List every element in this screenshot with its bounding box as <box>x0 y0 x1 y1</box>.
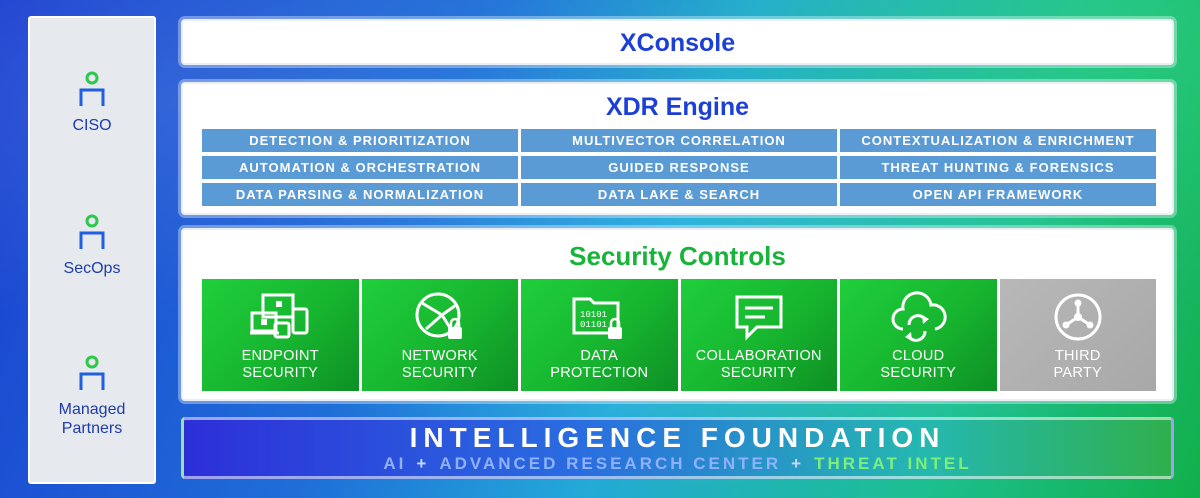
endpoint-devices-icon <box>250 293 309 339</box>
foundation-part-research: ADVANCED RESEARCH CENTER <box>439 454 782 473</box>
security-controls-panel: Security Controls ENDPOINT SECURITY NETW… <box>181 228 1174 401</box>
capability-item: GUIDED RESPONSE <box>521 156 837 179</box>
tile-label: THIRD PARTY <box>1053 348 1102 381</box>
tile-collaboration-security: COLLABORATION SECURITY <box>680 279 837 391</box>
persona-label: SecOps <box>63 260 121 277</box>
svg-text:01101: 01101 <box>580 320 607 330</box>
tile-third-party: THIRD PARTY <box>999 279 1156 391</box>
capability-item: OPEN API FRAMEWORK <box>840 183 1156 206</box>
tile-label: NETWORK SECURITY <box>401 348 478 381</box>
capability-item: AUTOMATION & ORCHESTRATION <box>202 156 518 179</box>
xdr-engine-panel: XDR Engine DETECTION & PRIORITIZATION MU… <box>181 82 1174 215</box>
tile-data-protection: 10101 01101 DATA PROTECTION <box>521 279 678 391</box>
integration-hub-icon <box>1054 293 1102 341</box>
foundation-part-ai: AI <box>383 454 407 473</box>
tile-label: COLLABORATION SECURITY <box>695 348 822 381</box>
foundation-title: INTELLIGENCE FOUNDATION <box>409 422 946 453</box>
capability-item: DETECTION & PRIORITIZATION <box>202 129 518 152</box>
capability-item: DATA PARSING & NORMALIZATION <box>202 183 518 206</box>
foundation-separator: + <box>791 454 805 473</box>
person-icon <box>79 214 105 249</box>
persona-label: Managed Partners <box>58 401 126 437</box>
intelligence-foundation-banner: INTELLIGENCE FOUNDATION AI + ADVANCED RESE… <box>181 417 1174 479</box>
tile-cloud-security: CLOUD SECURITY <box>840 279 997 391</box>
tile-network-security: NETWORK SECURITY <box>361 279 518 391</box>
security-controls-title: Security Controls <box>569 241 786 271</box>
xdr-engine-title: XDR Engine <box>605 93 750 121</box>
foundation-part-threat-intel: THREAT INTEL <box>814 454 972 473</box>
xconsole-title: XConsole <box>619 29 736 57</box>
foundation-separator: + <box>416 454 430 473</box>
capability-item: CONTEXTUALIZATION & ENRICHMENT <box>840 129 1156 152</box>
tile-label: DATA PROTECTION <box>550 348 649 381</box>
capability-item: THREAT HUNTING & FORENSICS <box>840 156 1156 179</box>
data-folder-lock-icon: 10101 01101 <box>572 297 623 339</box>
tile-label: CLOUD SECURITY <box>880 348 957 381</box>
persona-panel: CISO SecOps Managed Partners <box>28 16 156 484</box>
persona-managed-partners: Managed Partners <box>30 354 154 438</box>
persona-secops: SecOps <box>30 213 154 278</box>
tile-label: ENDPOINT SECURITY <box>241 348 319 381</box>
svg-text:10101: 10101 <box>580 310 607 320</box>
persona-label: CISO <box>72 117 112 134</box>
capability-grid: DETECTION & PRIORITIZATION MULTIVECTOR C… <box>202 129 1156 206</box>
tile-endpoint-security: ENDPOINT SECURITY <box>202 279 359 391</box>
persona-ciso: CISO <box>30 70 154 135</box>
xconsole-panel: XConsole <box>181 19 1174 65</box>
capability-item: MULTIVECTOR CORRELATION <box>521 129 837 152</box>
control-tiles: ENDPOINT SECURITY NETWORK SECURITY 10101… <box>202 279 1156 391</box>
person-icon <box>79 71 105 106</box>
capability-item: DATA LAKE & SEARCH <box>521 183 837 206</box>
person-icon <box>79 355 105 390</box>
chat-bubble-icon <box>735 295 783 341</box>
network-lock-icon <box>415 292 462 339</box>
cloud-sync-icon <box>891 291 947 342</box>
foundation-subtitle: AI + ADVANCED RESEARCH CENTER + THREAT INTEL <box>184 454 1171 474</box>
